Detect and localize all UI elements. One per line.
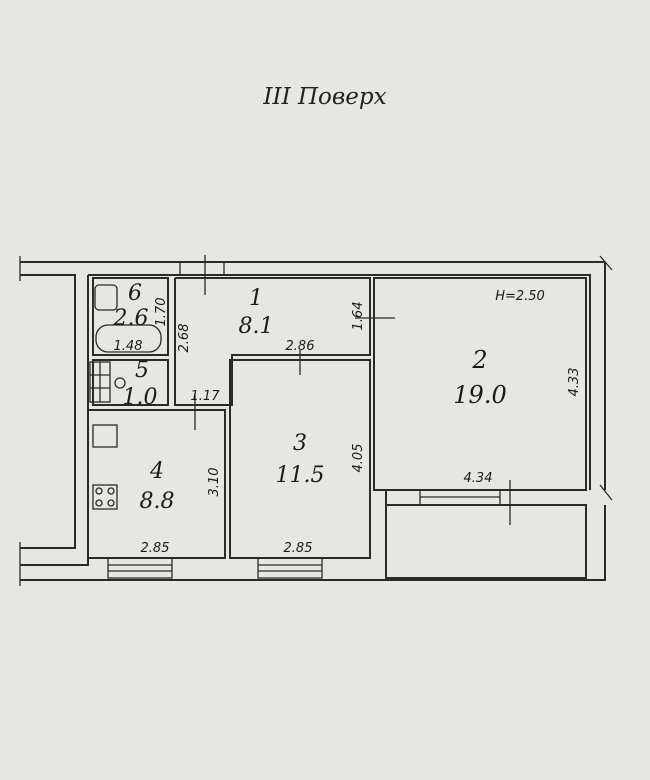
dimension-label: 2.68 [177,324,192,353]
dimension-label: 4.33 [567,368,582,397]
room-4-area: 8.8 [140,489,175,514]
dimension-label: 1.64 [351,302,366,331]
outer-walls [19,255,613,586]
room-5-number: 5 [135,358,149,383]
stove-icon [92,484,118,510]
dimension-label: 3.10 [207,468,222,497]
floor-title: III Поверх [263,84,387,110]
ceiling-height: H=2.50 [495,289,545,304]
bathtub-icon [95,324,162,353]
dimension-label: 4.34 [464,471,493,486]
window [257,557,323,579]
room-6-number: 6 [128,281,142,306]
dimension-label: 2.85 [141,541,170,556]
room-3-area: 11.5 [276,463,325,488]
window [107,557,173,579]
dimension-label: 1.17 [191,389,221,404]
toilet-icon [114,377,126,389]
dimension-label: 4.05 [351,444,366,473]
room-6-area: 2.6 [113,306,149,331]
dimension-label: 1.70 [154,298,169,327]
room-1-number: 1 [249,286,263,311]
radiator-icon [89,361,111,403]
kitchen-sink-icon [92,424,118,448]
balcony [385,490,587,579]
balcony-door [419,489,501,506]
dimension-label: 2.85 [284,541,313,556]
room-5-area: 1.0 [123,385,158,410]
entrance-door [179,261,225,276]
room-1-area: 8.1 [239,314,274,339]
room-3-bedroom [229,359,371,559]
room-6-bathroom [92,277,169,356]
room-5-toilet [92,359,169,406]
sink-icon [94,284,118,311]
dimension-label: 2.86 [286,339,315,354]
room-2-number: 2 [471,346,487,374]
room-4-number: 4 [149,459,164,484]
room-4-kitchen [87,409,226,559]
room-1-hall [174,277,371,406]
room-2-area: 19.0 [453,381,506,409]
room-3-number: 3 [293,431,307,456]
dimension-label: 1.48 [114,339,143,354]
